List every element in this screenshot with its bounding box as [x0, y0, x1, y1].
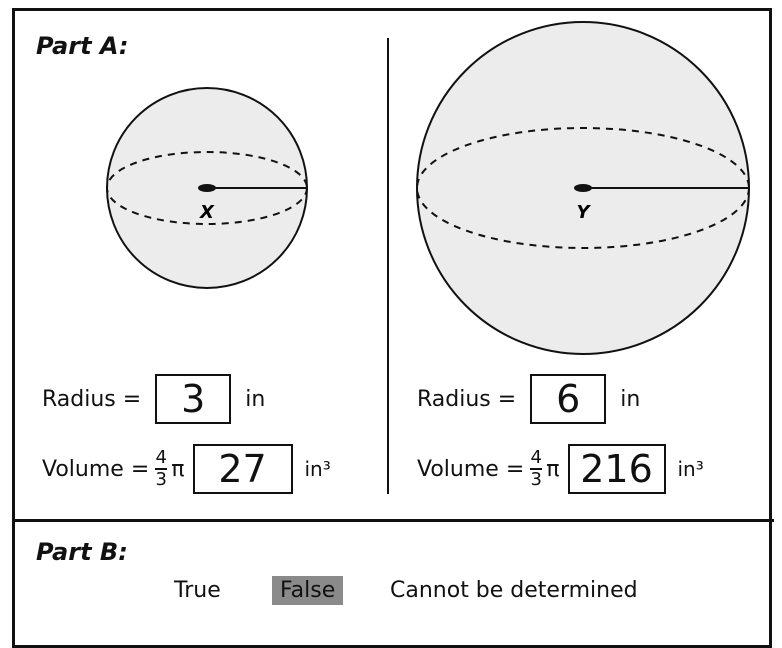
- volume-unit: in³: [304, 457, 331, 481]
- sphere-x-center: [198, 184, 216, 192]
- sphere-x-radius-box: 3: [155, 374, 232, 424]
- sphere-y-volume-box: 216: [567, 444, 666, 494]
- sphere-y-label: Y: [576, 202, 591, 223]
- sphere-y-center: [574, 184, 592, 192]
- radius-unit: in: [245, 386, 266, 412]
- pi-symbol: π: [546, 456, 560, 482]
- sphere-x-label: X: [199, 202, 215, 223]
- volume-unit: in³: [677, 457, 704, 481]
- sphere-y: Y: [416, 21, 750, 355]
- volume-label: Volume =: [417, 456, 525, 482]
- radius-label: Radius =: [417, 386, 517, 412]
- pi-symbol: π: [171, 456, 185, 482]
- choice-cannot-be-determined[interactable]: Cannot be determined: [390, 578, 638, 603]
- sphere-y-radius-box: 6: [530, 374, 607, 424]
- sphere-figures: X Y: [106, 21, 750, 355]
- part-divider: [12, 519, 774, 522]
- volume-label: Volume =: [42, 456, 150, 482]
- part-b-title: Part B:: [36, 538, 128, 566]
- radius-unit: in: [620, 386, 641, 412]
- choice-true[interactable]: True: [174, 578, 221, 603]
- sphere-y-radius-row: Radius = 6 in: [417, 374, 640, 424]
- sphere-x: X: [106, 87, 308, 289]
- sphere-x-volume-box: 27: [192, 444, 293, 494]
- sphere-divider: [387, 38, 389, 494]
- radius-label: Radius =: [42, 386, 142, 412]
- choice-false[interactable]: False: [272, 576, 344, 605]
- sphere-x-radius-row: Radius = 3 in: [42, 374, 265, 424]
- part-a-title: Part A:: [36, 32, 129, 60]
